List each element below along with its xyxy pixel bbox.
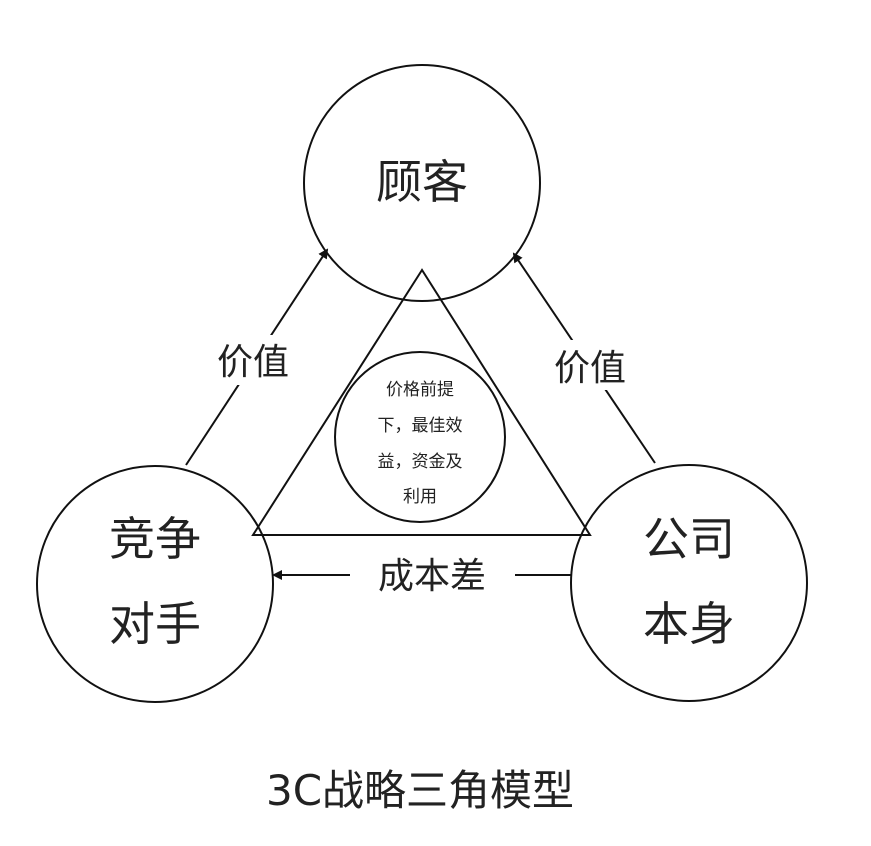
center-node (334, 351, 506, 523)
competitor-node (36, 465, 274, 703)
company-node (570, 464, 808, 702)
company-label-2: 本身 (643, 597, 735, 651)
center-text-1: 价格前提 (386, 380, 454, 400)
center-text-2: 下，最佳效 (378, 416, 463, 436)
right-value-label: 价值 (554, 348, 626, 389)
cost-diff-label: 成本差 (378, 556, 486, 597)
customer-node (303, 64, 541, 302)
center-text-4: 利用 (403, 487, 437, 507)
center-text-3: 益，资金及 (378, 452, 463, 472)
center-triangle (251, 268, 592, 536)
left-value-label: 价值 (217, 342, 289, 383)
diagram-title: 3C战略三角模型 (266, 766, 574, 815)
competitor-label-2: 对手 (109, 597, 201, 651)
customer-label: 顾客 (376, 155, 468, 209)
company-label-1: 公司 (643, 512, 735, 566)
competitor-label-1: 竞争 (109, 512, 201, 566)
